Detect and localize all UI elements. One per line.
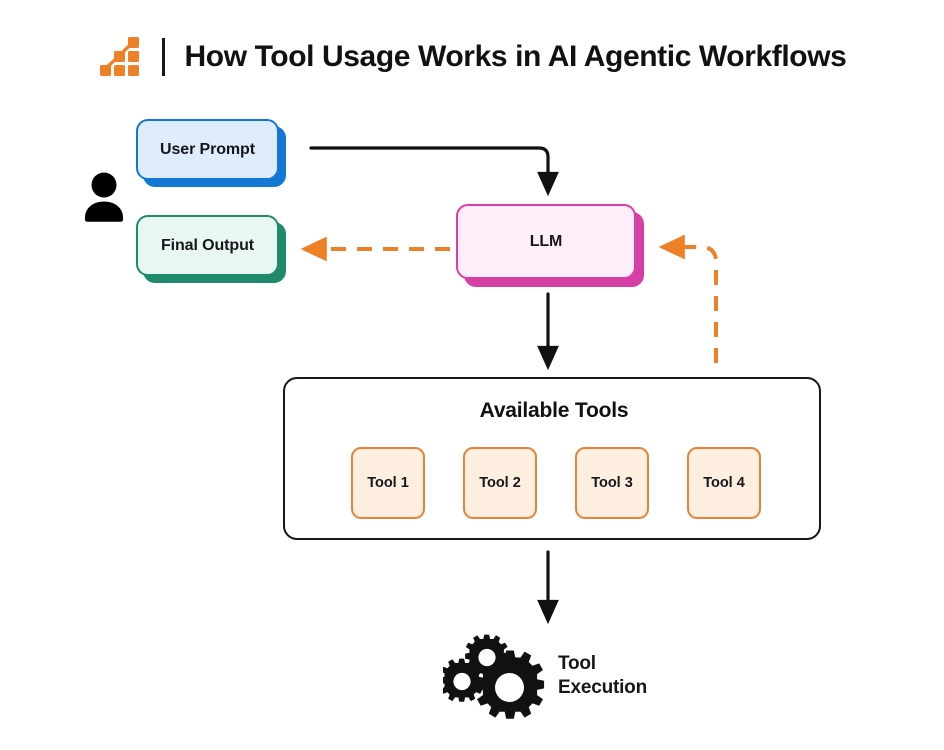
tool-box-3[interactable]: Tool 3: [575, 447, 649, 519]
tool-box-2[interactable]: Tool 2: [463, 447, 537, 519]
tool-box-4[interactable]: Tool 4: [687, 447, 761, 519]
tools-row: Tool 1 Tool 2 Tool 3 Tool 4: [351, 447, 761, 519]
tool-box-1[interactable]: Tool 1: [351, 447, 425, 519]
tool-box-3-label: Tool 3: [591, 475, 633, 491]
user-prompt-label: User Prompt: [160, 140, 255, 158]
arrow-tools-result-back-to-llm: [658, 234, 718, 363]
person-icon: [83, 170, 125, 224]
available-tools-title: Available Tools: [479, 399, 629, 422]
tool-execution-label-line2: Execution: [558, 677, 647, 698]
node-user-prompt[interactable]: User Prompt: [136, 119, 279, 180]
tool-box-4-label: Tool 4: [703, 475, 745, 491]
tool-execution-group: Tool Execution: [440, 628, 713, 724]
bar-chart-staircase-icon: [98, 34, 144, 80]
tool-execution-label: Tool Execution: [558, 652, 647, 700]
page-title: How Tool Usage Works in AI Agentic Workf…: [184, 40, 847, 73]
header-divider: [161, 38, 165, 76]
tool-box-2-label: Tool 2: [479, 475, 521, 491]
final-output-label: Final Output: [160, 236, 254, 254]
llm-label: LLM: [529, 232, 563, 250]
gears-icon: [440, 630, 547, 722]
available-tools-panel: Available Tools Tool 1 Tool 2 Tool 3 Too…: [283, 377, 821, 540]
arrow-user-prompt-to-llm: [309, 146, 559, 197]
node-llm[interactable]: LLM: [456, 204, 636, 279]
page-header: How Tool Usage Works in AI Agentic Workf…: [0, 22, 944, 92]
tool-execution-label-line1: Tool: [558, 653, 596, 675]
tool-box-1-label: Tool 1: [367, 475, 409, 491]
node-final-output[interactable]: Final Output: [136, 215, 279, 276]
